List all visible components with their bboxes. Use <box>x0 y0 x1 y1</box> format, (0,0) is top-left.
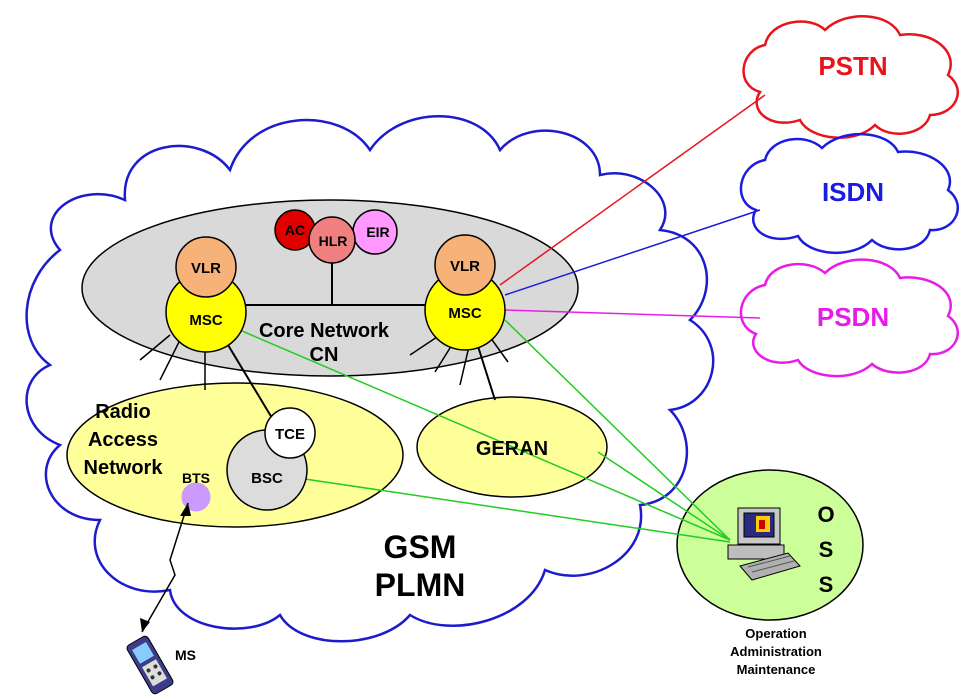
link-msc-psdn <box>504 309 761 319</box>
oss-letter-o: O <box>817 502 834 527</box>
eir-label: EIR <box>366 224 389 240</box>
oss-caption-maintenance: Maintenance <box>737 662 816 677</box>
bts-node <box>181 482 211 512</box>
arrowhead-top <box>180 503 191 516</box>
vlr-left-node <box>175 236 237 298</box>
vlr-left-label: VLR <box>191 260 221 277</box>
bts-label: BTS <box>182 470 210 486</box>
oam-links <box>227 319 731 543</box>
ms-label: MS <box>175 647 196 663</box>
computer-workstation-icon <box>727 507 801 581</box>
oss-caption-administration: Administration <box>730 644 822 659</box>
ran-label-line3: Network <box>84 457 164 479</box>
gsm-plmn-cloud <box>25 115 715 643</box>
oss-letter-s2: S <box>819 572 834 597</box>
vlr-right-label: VLR <box>450 258 480 275</box>
msc-right-label: MSC <box>448 305 482 322</box>
ran-label-line1: Radio <box>95 401 151 423</box>
tce-label: TCE <box>275 426 305 443</box>
geran-label: GERAN <box>476 438 548 460</box>
ac-label: AC <box>285 222 305 238</box>
plmn-label-line1: GSM <box>384 529 457 565</box>
msc-left-label: MSC <box>189 312 223 329</box>
isdn-cloud <box>739 133 960 254</box>
psdn-label: PSDN <box>817 302 889 332</box>
core-network-label: Core Network <box>259 320 390 342</box>
isdn-label: ISDN <box>822 177 884 207</box>
core-links <box>221 262 496 419</box>
core-network-abbr: CN <box>310 344 339 366</box>
hlr-label: HLR <box>319 233 348 249</box>
psdn-cloud <box>739 258 960 378</box>
link-msc-isdn <box>504 209 761 296</box>
ran-label-line2: Access <box>88 429 158 451</box>
pstn-cloud <box>742 15 960 139</box>
oss-caption-operation: Operation <box>745 626 806 641</box>
mobile-phone-icon <box>126 635 174 695</box>
pstn-label: PSTN <box>818 51 887 81</box>
hlr-node <box>308 216 356 264</box>
ms-radio-link <box>141 502 189 633</box>
vlr-right-node <box>434 234 496 296</box>
plmn-label-line2: PLMN <box>375 567 466 603</box>
tce-node <box>264 407 316 459</box>
oss-letter-s1: S <box>819 537 834 562</box>
arrowhead-bottom <box>140 618 150 632</box>
link-msc-pstn <box>499 94 766 286</box>
bsc-label: BSC <box>251 470 283 487</box>
